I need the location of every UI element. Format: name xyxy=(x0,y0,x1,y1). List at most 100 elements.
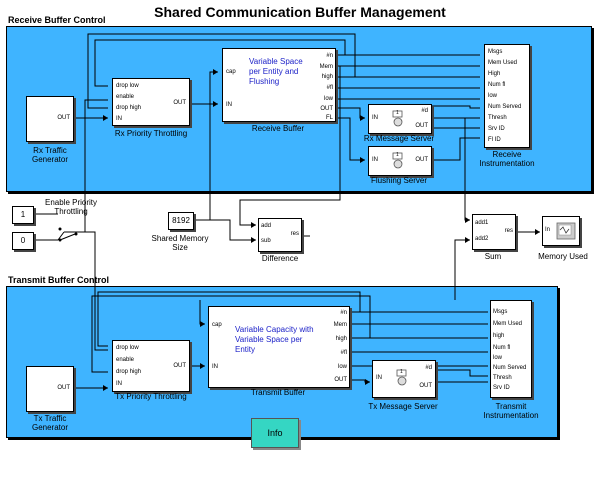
enable-switch-icon[interactable] xyxy=(58,226,80,242)
receive-buffer-block[interactable]: cap IN Variable Space per Entity and Flu… xyxy=(222,48,336,122)
tx-message-server-out-port: OUT xyxy=(419,383,432,389)
sum-block[interactable]: add1 add2 res xyxy=(472,214,516,250)
enable-priority-throttling-label: Enable Priority Throttling xyxy=(44,198,98,216)
transmit-instr-port-num-fl: Num fl xyxy=(493,345,511,351)
shared-memory-size-block[interactable]: 8192 xyxy=(168,212,194,230)
flushing-server-block[interactable]: IN OUT 1 xyxy=(368,146,432,176)
memory-used-label: Memory Used xyxy=(538,252,588,261)
scope-icon xyxy=(556,221,576,243)
transmit-buffer-in-port: IN xyxy=(212,364,218,370)
rx-priority-throttling-block[interactable]: drop low enable drop high IN OUT xyxy=(112,78,190,126)
receive-buffer-description: Variable Space per Entity and Flushing xyxy=(249,57,303,86)
receive-instr-port-srv-id: Srv ID xyxy=(488,126,505,132)
sum-add2-port: add2 xyxy=(475,236,489,242)
tx-priority-throttling-label: Tx Priority Throttling xyxy=(115,392,187,401)
info-button[interactable]: Info xyxy=(251,418,299,448)
rx-traffic-generator-label: Rx Traffic Generator xyxy=(31,146,69,164)
flushing-server-icon: 1 xyxy=(389,152,407,170)
sum-res-port: res xyxy=(504,228,513,234)
tx-throttle-port-enable: enable xyxy=(116,357,135,363)
transmit-instr-port-thresh: Thresh xyxy=(493,375,512,381)
receive-buffer-out-mem: Mem xyxy=(319,64,333,70)
rx-throttle-port-in: IN xyxy=(116,116,122,122)
receive-instrumentation-label: Receive Instrumentation xyxy=(479,150,535,168)
tx-message-server-icon: 1 xyxy=(393,369,411,387)
rx-priority-throttling-label: Rx Priority Throttling xyxy=(114,129,188,138)
transmit-instr-port-low: low xyxy=(493,355,503,361)
constant-zero-block[interactable]: 0 xyxy=(12,232,34,250)
tx-message-server-block[interactable]: IN #d OUT 1 xyxy=(372,360,436,398)
rx-throttle-out-port: OUT xyxy=(173,100,186,106)
rx-traffic-generator-out-port: OUT xyxy=(57,115,70,121)
rx-message-server-d-port: #d xyxy=(421,108,428,114)
constant-one-block[interactable]: 1 xyxy=(12,206,34,224)
tx-throttle-port-drop-high: drop high xyxy=(116,369,142,375)
rx-message-server-out-port: OUT xyxy=(415,123,428,129)
receive-buffer-out-low: low xyxy=(323,96,333,102)
sum-label: Sum xyxy=(484,252,502,261)
tx-message-server-label: Tx Message Server xyxy=(368,402,438,411)
tx-throttle-port-in: IN xyxy=(116,381,122,387)
transmit-instr-port-srv-id: Srv ID xyxy=(493,385,510,391)
difference-label: Difference xyxy=(261,254,299,263)
receive-instr-port-high: High xyxy=(488,71,501,77)
sum-add1-port: add1 xyxy=(475,220,489,226)
receive-instr-port-fl-id: Fl ID xyxy=(488,137,501,143)
transmit-section-label: Transmit Buffer Control xyxy=(8,275,110,285)
rx-message-server-block[interactable]: IN #d OUT 1 xyxy=(368,104,432,134)
tx-throttle-out-port: OUT xyxy=(173,363,186,369)
transmit-buffer-out-out: OUT xyxy=(334,377,347,383)
receive-instr-port-thresh: Thresh xyxy=(488,115,507,121)
receive-buffer-out-high: high xyxy=(321,74,333,80)
difference-block[interactable]: add sub res xyxy=(258,218,302,252)
receive-buffer-in-port: IN xyxy=(226,102,232,108)
rx-throttle-port-drop-high: drop high xyxy=(116,105,142,111)
diagram-title: Shared Communication Buffer Management xyxy=(154,4,446,20)
flushing-server-in-port: IN xyxy=(372,157,378,163)
transmit-instrumentation-block[interactable]: Msgs Mem Used high Num fl low Num Served… xyxy=(490,300,532,398)
tx-traffic-generator-label: Tx Traffic Generator xyxy=(31,414,69,432)
difference-res-port: res xyxy=(290,231,299,237)
receive-buffer-out-flush: FL xyxy=(325,115,333,121)
tx-message-server-in-port: IN xyxy=(376,375,382,381)
transmit-buffer-cap-port: cap xyxy=(212,322,222,328)
receive-instr-port-num-fl: Num fl xyxy=(488,82,506,88)
tx-traffic-generator-block[interactable]: OUT xyxy=(26,366,74,412)
receive-buffer-cap-port: cap xyxy=(226,69,236,75)
receive-section-label: Receive Buffer Control xyxy=(8,15,106,25)
transmit-instr-port-high: high xyxy=(493,333,505,339)
receive-instr-port-num-served: Num Served xyxy=(488,104,522,110)
transmit-instrumentation-label: Transmit Instrumentation xyxy=(483,402,539,420)
rx-traffic-generator-block[interactable]: OUT xyxy=(26,96,74,142)
transmit-buffer-out-n: #n xyxy=(340,310,347,316)
difference-add-port: add xyxy=(261,223,272,229)
transmit-buffer-out-high: high xyxy=(335,336,347,342)
rx-message-server-icon: 1 xyxy=(389,110,407,128)
receive-buffer-label: Receive Buffer xyxy=(251,124,305,133)
transmit-buffer-out-mem: Mem xyxy=(333,322,347,328)
transmit-instr-port-msgs: Msgs xyxy=(493,309,508,315)
transmit-buffer-label: Transmit Buffer xyxy=(250,388,306,397)
rx-throttle-port-drop-low: drop low xyxy=(116,83,139,89)
receive-buffer-out-fl: #fl xyxy=(326,85,333,91)
transmit-buffer-out-low: low xyxy=(337,364,347,370)
memory-used-scope-block[interactable]: In xyxy=(542,216,580,246)
transmit-instr-port-mem-used: Mem Used xyxy=(493,321,523,327)
tx-traffic-generator-out-port: OUT xyxy=(57,385,70,391)
tx-message-server-d-port: #d xyxy=(425,365,432,371)
receive-buffer-out-out: OUT xyxy=(320,106,333,112)
receive-instr-port-mem-used: Mem Used xyxy=(488,60,518,66)
transmit-instr-port-num-served: Num Served xyxy=(493,365,527,371)
shared-memory-size-label: Shared Memory Size xyxy=(151,234,209,252)
transmit-buffer-description: Variable Capacity with Variable Space pe… xyxy=(235,325,314,354)
difference-sub-port: sub xyxy=(261,238,271,244)
rx-message-server-label: Rx Message Server xyxy=(363,134,435,143)
receive-instr-port-low: low xyxy=(488,93,498,99)
memory-used-in-port: In xyxy=(545,227,551,233)
flushing-server-out-port: OUT xyxy=(415,157,428,163)
tx-priority-throttling-block[interactable]: drop low enable drop high IN OUT xyxy=(112,340,190,392)
receive-instrumentation-block[interactable]: Msgs Mem Used High Num fl low Num Served… xyxy=(484,44,530,148)
receive-buffer-out-n: #n xyxy=(326,53,333,59)
transmit-buffer-out-fl: #fl xyxy=(340,350,347,356)
transmit-buffer-block[interactable]: cap IN Variable Capacity with Variable S… xyxy=(208,306,350,388)
